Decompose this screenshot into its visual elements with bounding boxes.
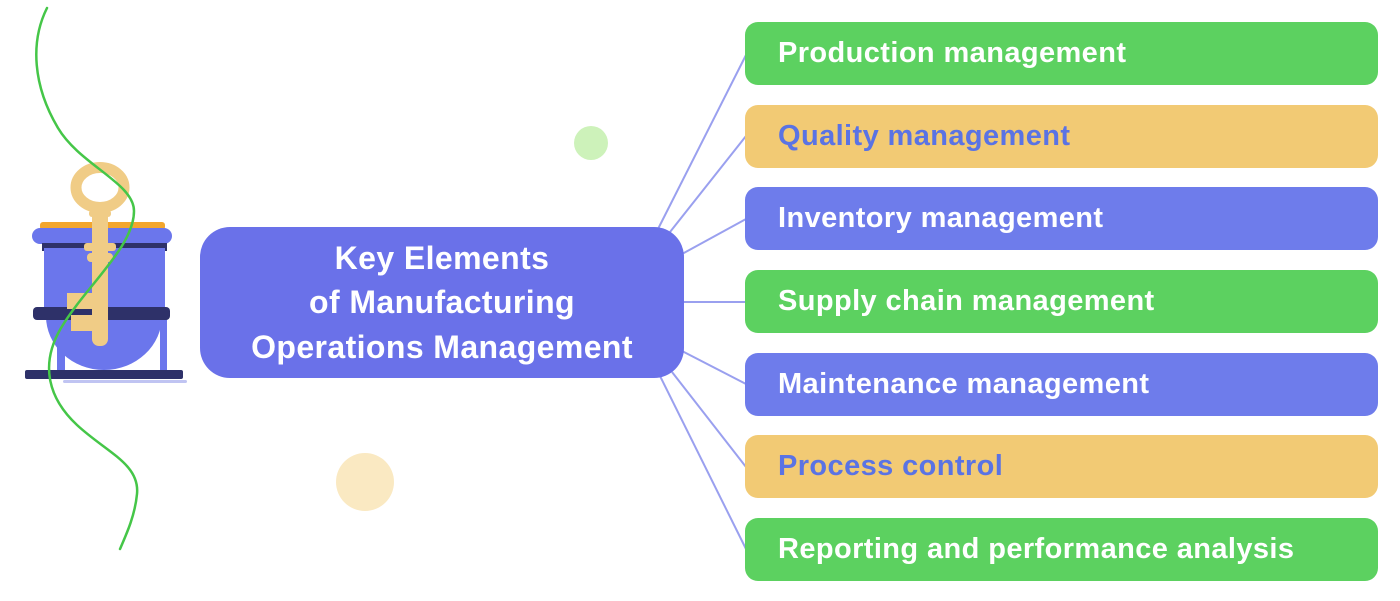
branch-label: Supply chain management [778,285,1155,317]
branch-supply-chain-management: Supply chain management [745,270,1378,333]
branch-label: Process control [778,450,1004,482]
branch-label: Production management [778,37,1127,69]
connector-line-2 [669,135,747,233]
green-dot-decoration [574,126,608,160]
branch-label: Maintenance management [778,368,1150,400]
yellow-dot-decoration [336,453,394,511]
branch-label: Inventory management [778,202,1104,234]
green-swirl-line [35,6,139,551]
connector-line-1 [657,54,747,230]
branch-label: Quality management [778,120,1071,152]
central-topic-node: Key Elements of Manufacturing Operations… [200,227,684,378]
connector-line-7 [659,375,747,550]
connector-lines [657,54,747,550]
connector-line-5 [681,350,747,385]
branch-label: Reporting and performance analysis [778,533,1295,565]
central-topic-label: Key Elements of Manufacturing Operations… [251,240,633,365]
connector-line-3 [681,218,747,255]
branch-inventory-management: Inventory management [745,187,1378,250]
branch-maintenance-management: Maintenance management [745,353,1378,416]
connector-line-6 [671,371,747,468]
branch-quality-management: Quality management [745,105,1378,168]
branch-process-control: Process control [745,435,1378,498]
branch-production-management: Production management [745,22,1378,85]
branch-reporting-performance-analysis: Reporting and performance analysis [745,518,1378,581]
key-icon [67,162,130,346]
